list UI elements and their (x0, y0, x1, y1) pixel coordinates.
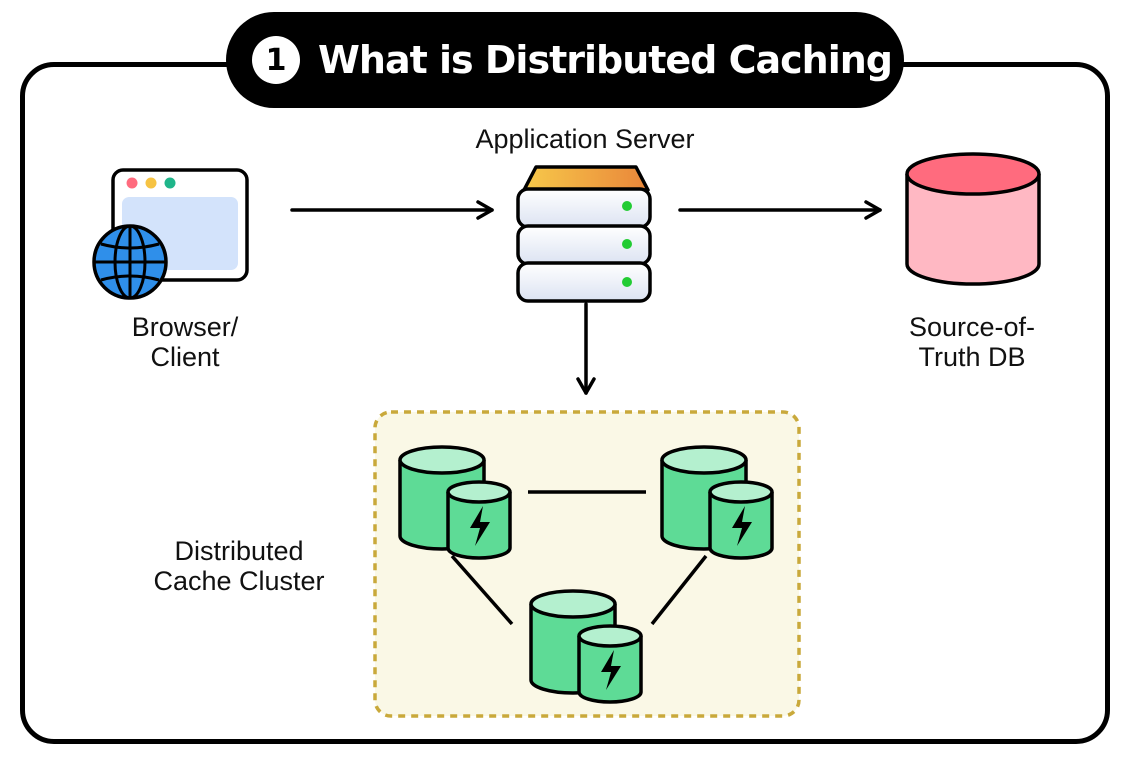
database-label-line2: Truth DB (918, 342, 1026, 372)
title-banner: 1 What is Distributed Caching (226, 12, 904, 108)
cluster-link-left (450, 554, 514, 626)
client-label-line2: Client (150, 342, 220, 372)
server-rack-icon (516, 165, 652, 303)
database-label-line1: Source-of- (908, 312, 1036, 342)
server-label-text: Application Server (475, 124, 695, 154)
cache-cluster-label: Distributed Cache Cluster (120, 536, 358, 596)
cache-cluster-label-line1: Distributed (174, 536, 304, 566)
cluster-link-right (650, 554, 708, 626)
client-label: Browser/ Client (85, 312, 285, 372)
step-number-badge: 1 (252, 36, 300, 84)
cache-cluster-label-line2: Cache Cluster (153, 566, 325, 596)
client-label-line1: Browser/ (131, 312, 239, 342)
database-icon (905, 152, 1041, 286)
server-label: Application Server (435, 124, 735, 154)
database-label: Source-of- Truth DB (872, 312, 1072, 372)
globe-icon (92, 224, 168, 300)
diagram-title: What is Distributed Caching (318, 38, 893, 82)
